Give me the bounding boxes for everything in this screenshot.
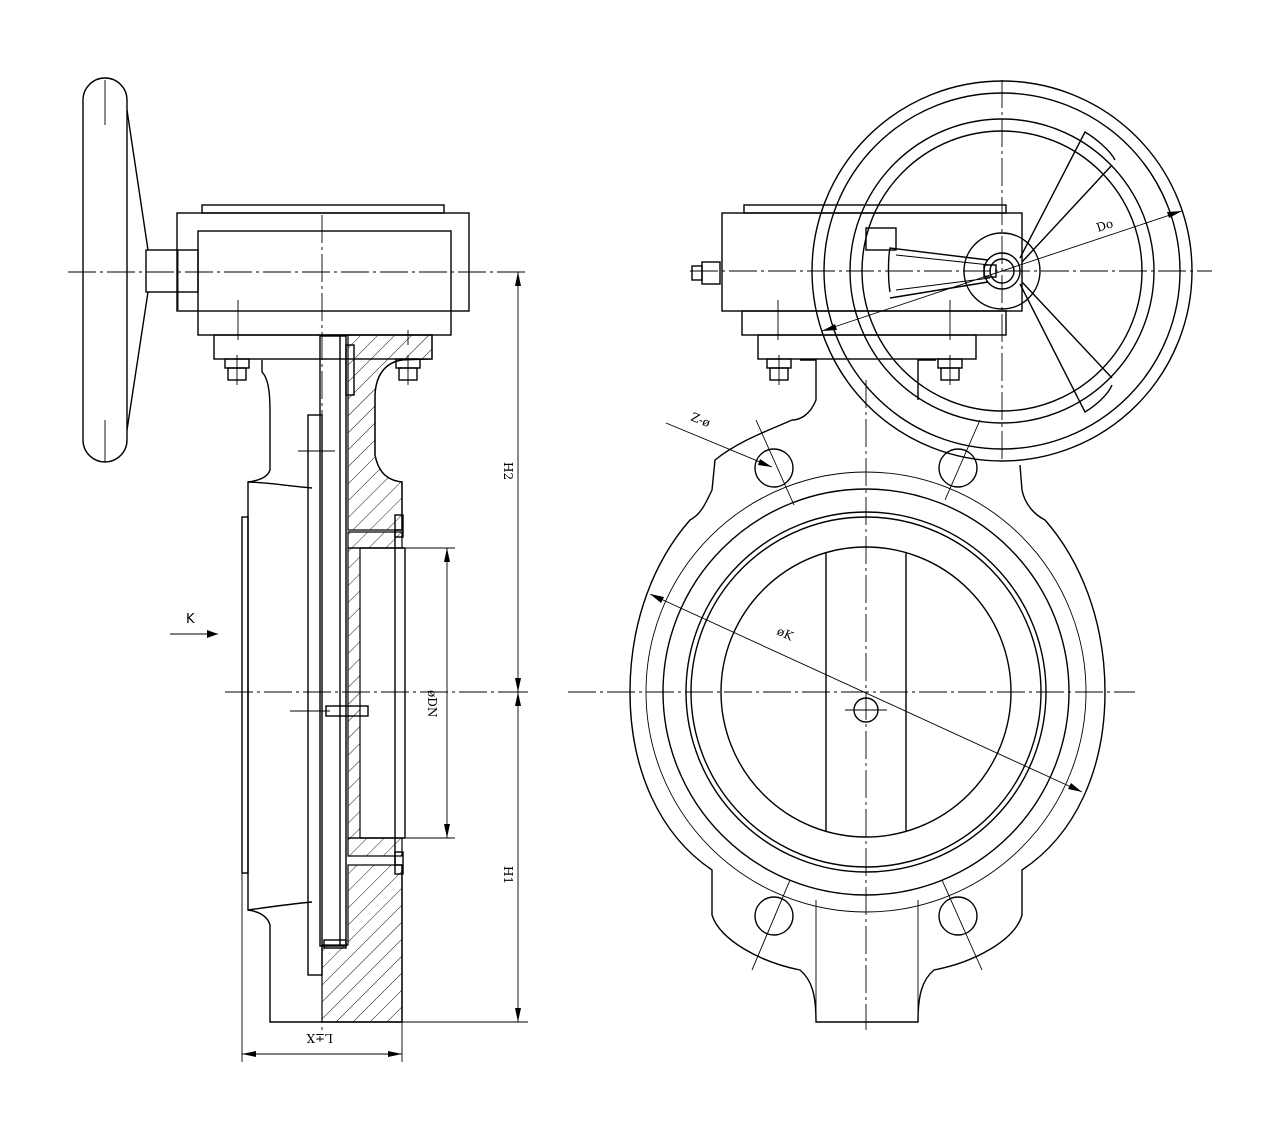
side-handwheel: [82, 77, 199, 463]
dimension-h2: H2: [500, 272, 528, 693]
front-bolt-hole-br: [938, 879, 983, 971]
dimension-bolt-circle: øK: [649, 593, 1083, 793]
dimension-h1: H1: [402, 692, 528, 1023]
dimension-bore: øDN: [405, 547, 455, 839]
front-bolt-hole-tr: [938, 419, 981, 501]
front-valve-body: [629, 419, 1106, 1023]
front-view: Z-ø øK Do: [568, 80, 1212, 1030]
dimension-handwheel-label: Do: [1095, 216, 1115, 235]
side-section-hatch: [321, 334, 433, 1023]
front-gearbox: [691, 204, 1023, 360]
dimension-length-label: L±X: [306, 1031, 333, 1045]
dimension-length: L±X: [241, 873, 403, 1062]
side-bolt-left: [224, 355, 250, 385]
dimension-bolt-holes: Z-ø: [665, 410, 773, 468]
front-bolt-left: [766, 355, 792, 385]
dimension-bolt-circle-label: øK: [775, 624, 796, 644]
view-arrow-k: K: [170, 612, 218, 638]
front-bolt-hole-bl: [751, 879, 794, 971]
view-arrow-label: K: [186, 612, 195, 627]
dimension-bore-label: øDN: [425, 690, 439, 717]
side-shaft-disc: [290, 335, 369, 976]
front-bolt-hole-tl: [754, 419, 795, 506]
front-bolt-right: [937, 355, 963, 385]
side-view: K H2 H1 øDN: [68, 77, 528, 1062]
front-neck: [791, 359, 936, 421]
dimension-handwheel: Do: [821, 210, 1183, 332]
dimension-h1-label: H1: [501, 866, 515, 884]
dimension-bolt-holes-label: Z-ø: [689, 410, 712, 430]
dimension-h2-label: H2: [501, 462, 515, 480]
